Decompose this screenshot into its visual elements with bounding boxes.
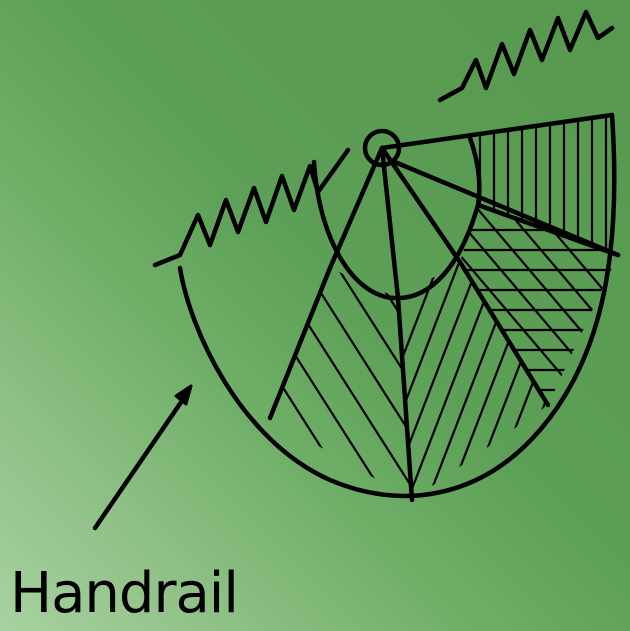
arrow-shaft [95, 392, 188, 528]
lower-left-hatching [180, 220, 480, 600]
arrow-head [176, 386, 191, 404]
handrail-label: Handrail [10, 558, 238, 630]
right-spring [440, 12, 612, 100]
